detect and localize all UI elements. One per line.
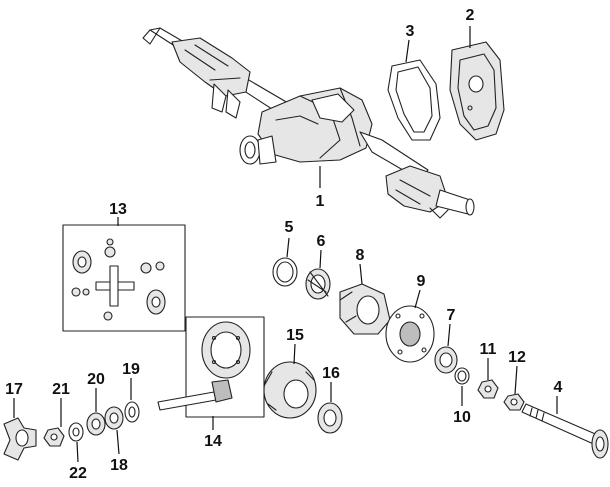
callout-14: 14	[204, 433, 222, 450]
case-bearing-part[interactable]	[317, 402, 343, 434]
callout-labels: 1 2 3 4 5 6 7 8 9 10 11 12 13 14 15 16 1…	[5, 7, 562, 482]
callout-13: 13	[109, 201, 127, 218]
flange-plate-part[interactable]	[385, 305, 435, 363]
bearing-race-part[interactable]	[124, 401, 140, 423]
callout-20: 20	[87, 371, 105, 388]
callout-2: 2	[466, 7, 475, 24]
leader-lines	[13, 26, 558, 463]
cover-gasket-part[interactable]	[387, 59, 441, 141]
callout-21: 21	[52, 381, 70, 398]
callout-3: 3	[406, 23, 415, 40]
callout-5: 5	[285, 219, 294, 236]
differential-cover-part[interactable]	[449, 41, 505, 141]
callout-4: 4	[554, 379, 563, 396]
lock-nut-part[interactable]	[477, 379, 499, 399]
callout-7: 7	[447, 307, 456, 324]
callout-19: 19	[122, 361, 140, 378]
axle-shaft-part[interactable]	[521, 403, 609, 459]
washer-part[interactable]	[503, 393, 525, 411]
pinion-yoke-part[interactable]	[3, 417, 37, 461]
differential-gear-kit-part[interactable]	[62, 224, 186, 332]
pinion-washer-part[interactable]	[68, 422, 84, 442]
callout-1: 1	[316, 193, 325, 210]
callout-22: 22	[69, 465, 87, 482]
callout-17: 17	[5, 381, 23, 398]
callout-18: 18	[110, 457, 128, 474]
seal-ring-part[interactable]	[272, 257, 298, 287]
bearing-part[interactable]	[305, 268, 331, 300]
axle-housing-part[interactable]	[142, 27, 475, 219]
pinion-seal-part[interactable]	[86, 412, 106, 436]
pinion-nut-part[interactable]	[43, 427, 65, 447]
callout-9: 9	[417, 273, 426, 290]
pinion-bearing-part[interactable]	[104, 406, 124, 430]
callout-16: 16	[322, 365, 340, 382]
callout-6: 6	[317, 233, 326, 250]
callout-10: 10	[453, 409, 471, 426]
carrier-spacer-part[interactable]	[339, 283, 391, 335]
outer-bearing-part[interactable]	[434, 346, 458, 374]
callout-12: 12	[508, 349, 526, 366]
callout-15: 15	[286, 327, 304, 344]
callout-11: 11	[480, 341, 497, 358]
snap-ring-part[interactable]	[454, 367, 470, 385]
ring-and-pinion-set-part[interactable]	[157, 316, 265, 418]
callout-8: 8	[356, 247, 365, 264]
differential-case-part[interactable]	[263, 361, 317, 419]
